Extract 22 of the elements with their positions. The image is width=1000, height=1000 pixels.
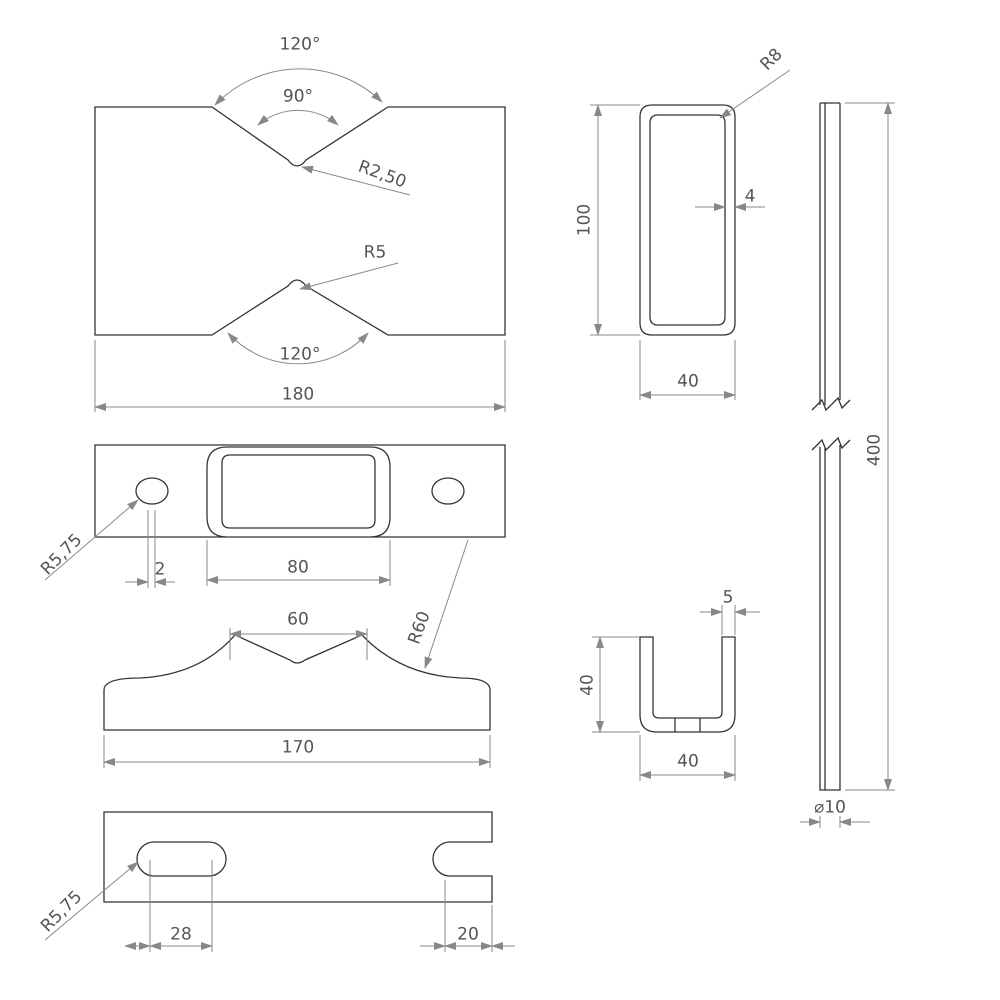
- dimension-label: 100: [576, 204, 594, 236]
- dimension-label: 5: [722, 590, 734, 606]
- dimension-label: 400: [866, 434, 884, 466]
- dimension-label: 120°: [280, 346, 320, 364]
- dimension-label: 40: [677, 374, 699, 390]
- dimension-label: 40: [580, 674, 596, 696]
- dimension-label: 28: [170, 926, 192, 944]
- dimension-label: R2,50: [356, 158, 408, 192]
- dimension-label: R8: [758, 46, 786, 74]
- dimension-label: R5: [364, 244, 386, 262]
- dimension-label: 180: [282, 386, 314, 404]
- dimension-label: 120°: [280, 36, 320, 54]
- dimension-label: R60: [406, 609, 434, 647]
- dimension-label: 2: [154, 562, 166, 578]
- dimension-label: 170: [282, 740, 314, 756]
- dimension-label: 20: [457, 926, 479, 944]
- dimension-label: ⌀10: [814, 800, 846, 816]
- dimension-label: 40: [677, 754, 699, 770]
- dimension-label: 60: [287, 612, 309, 628]
- dimension-label: 80: [287, 560, 309, 576]
- dimension-label: 4: [744, 188, 756, 206]
- dimension-label: 90°: [282, 88, 314, 106]
